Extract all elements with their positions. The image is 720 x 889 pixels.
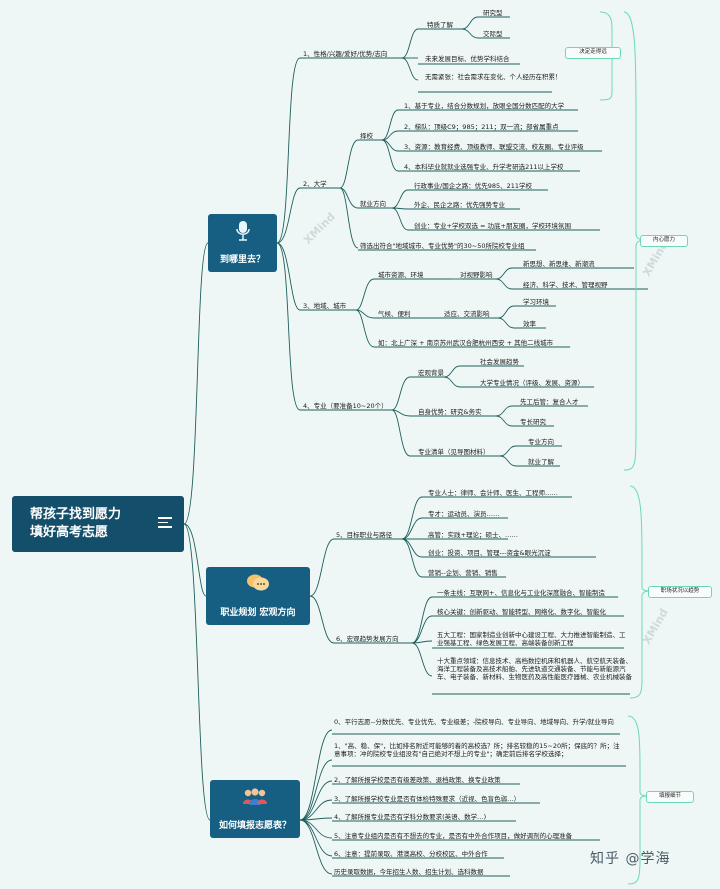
summary-scene-label: 职场状况以趋势	[660, 588, 700, 594]
node-b3-city[interactable]: 城市资源、环境	[378, 271, 424, 279]
node-b2-job[interactable]: 就业方向	[360, 200, 386, 208]
node-b3-eco[interactable]: 经济、科学、技术、管理视野	[523, 281, 608, 289]
summary-fill-skill[interactable]: 填报细节	[646, 791, 694, 803]
node-b1-research[interactable]: 研究型	[483, 9, 503, 17]
topic-where-label: 到哪里去？	[219, 255, 265, 265]
node-p5[interactable]: 营销--企划、营销、销售	[428, 569, 498, 577]
node-f4[interactable]: 4、了解所报专业是否有学科分数要求(英语、数学…)	[334, 813, 487, 821]
node-b3-adapt[interactable]: 适应、交流影响	[444, 310, 490, 318]
root-title-line1: 帮孩子找到愿力	[30, 507, 122, 522]
node-b3-climate[interactable]: 气候、便利	[378, 310, 411, 318]
node-t3[interactable]: 五大工程：国家制造业创新中心建设工程、大力推进智能制造、工业强基工程、绿色发展工…	[437, 631, 626, 647]
node-b3-new[interactable]: 新思想、新思维、新潮流	[523, 260, 595, 268]
node-b2-school[interactable]: 择校	[360, 132, 373, 140]
node-b4-self[interactable]: 自身优势：研究&务实	[418, 408, 482, 416]
node-f0[interactable]: 0、平行志愿--分数优先、专业优先、专业级差；-院校导向、专业导向、地域导向、升…	[334, 718, 614, 726]
summary-decision-label: 决定走得远	[579, 49, 607, 55]
node-p3[interactable]: 高管：实践+理论；硕士、……	[428, 531, 518, 539]
node-b4-fusion[interactable]: 先工后管：复合人才	[520, 398, 579, 406]
node-t1[interactable]: 一条主线：互联网+、信息化与工业化深度融合、智能制造	[437, 589, 605, 597]
menu-icon	[158, 517, 172, 531]
node-p2[interactable]: 专才：运动员、演员……	[428, 510, 500, 518]
node-b6[interactable]: 6、宏观趋势发展方向	[336, 635, 399, 643]
node-f3[interactable]: 3、了解所报学校专业是否有体检特殊要求（近视、色盲色弱…）	[334, 795, 521, 803]
node-p4[interactable]: 创业：投资、项目、管理---资金&眼光沉淀	[428, 549, 551, 557]
node-b3-eff[interactable]: 效率	[523, 320, 536, 328]
node-s4[interactable]: 4、本科毕业就就业选强专业、升学考研选211以上学校	[404, 163, 564, 171]
node-b3-eg[interactable]: 如：北上广深 + 南京苏州武汉合肥杭州西安 + 其他二线城市	[378, 339, 554, 347]
node-p1[interactable]: 专业人士：律师、会计师、医生、工程师……	[428, 489, 558, 497]
node-j2[interactable]: 外企、民企之路：优先强势专业	[414, 201, 505, 209]
node-b1-trait[interactable]: 特质了解	[427, 21, 453, 29]
node-t2[interactable]: 核心关键：创新驱动、智能转型、网络化、数字化、智能化	[437, 608, 606, 616]
summary-inner[interactable]: 内心愿力	[640, 235, 688, 247]
node-b4-emp[interactable]: 就业了解	[528, 458, 554, 466]
root-topic[interactable]: 帮孩子找到愿力 填好高考志愿	[12, 496, 184, 552]
node-f5[interactable]: 5、注意专业组内是否有不想去的专业，是否有中外合作项目，做好调剂的心理准备	[334, 832, 573, 840]
summary-inner-label: 内心愿力	[652, 237, 675, 243]
node-t4[interactable]: 十大重点领域：信息技术、高档数控机床和机器人、航空航天装备、海洋工程装备及高技术…	[437, 657, 632, 681]
topic-fill-label: 如何填报志愿表？	[218, 821, 291, 831]
node-b3-view[interactable]: 对视野影响	[460, 271, 493, 279]
chat-bubbles-icon	[247, 574, 269, 591]
node-j3[interactable]: 创业：专业+学校双选 = 功底+朋友圈，学校环境氛围	[414, 222, 571, 230]
node-b5[interactable]: 5、目标职业与路径	[336, 531, 393, 539]
summary-decision[interactable]: 决定走得远	[565, 47, 621, 59]
node-f2[interactable]: 2、了解所报学校是否有级差政策、退档政策、换专业政策	[334, 776, 501, 784]
topic-career-label: 职业规划 宏观方向	[220, 608, 296, 618]
credit-watermark: 知乎 @学海	[590, 851, 671, 867]
node-s2[interactable]: 2、梯队：顶级C9；985；211；双一流；部省属重点	[404, 123, 559, 131]
topic-fill[interactable]: 如何填报志愿表？	[210, 780, 300, 838]
node-f7[interactable]: 历史录取数据，今年招生人数、招生计划、选科数据	[334, 868, 484, 876]
node-j1[interactable]: 行政事业/国企之路：优先985、211学校	[414, 182, 533, 190]
node-b4-trend[interactable]: 社会发展趋势	[480, 358, 519, 366]
node-b4-major[interactable]: 大学专业情况（评级、发展、资源）	[480, 379, 584, 387]
node-b4[interactable]: 4、专业（要准备10~20个）	[303, 402, 388, 410]
node-s1[interactable]: 1、基于专业，结合分数规划，放眼全国分数匹配的大学	[404, 102, 565, 110]
topic-where[interactable]: 到哪里去？	[208, 214, 277, 272]
node-b2[interactable]: 2、大学	[303, 180, 327, 188]
node-f6[interactable]: 6、注意：提前录取、港澳高校、分校校区、中外合作	[334, 850, 488, 858]
node-b4-dir[interactable]: 专业方向	[528, 438, 554, 446]
root-title-line2: 填好高考志愿	[30, 525, 109, 540]
node-b3[interactable]: 3、地域、城市	[303, 302, 347, 310]
node-b2-filter[interactable]: 筛选出符合"地域城市、专业优势"的30~50所院校专业组	[360, 242, 525, 250]
microphone-icon	[235, 221, 250, 241]
node-b1-goal[interactable]: 未来发展目标、优势学科结合	[425, 55, 510, 63]
node-f1[interactable]: 1、"高、稳、保"，比如排名附近可能够的着的高校选？所；排名较稳的15~20所；…	[334, 742, 620, 758]
node-b4-macro[interactable]: 宏观背景	[418, 369, 444, 377]
node-b4-list[interactable]: 专业清单（见导图材料）	[418, 448, 490, 456]
summary-scene[interactable]: 职场状况以趋势	[648, 586, 712, 598]
node-b4-research[interactable]: 专长研究	[520, 418, 546, 426]
node-s3[interactable]: 3、资源：教育经费、顶级教师、联盟交流、校友圈、专业评级	[404, 143, 584, 151]
node-b1-social[interactable]: 交际型	[483, 30, 503, 38]
node-b3-study[interactable]: 学习环境	[523, 298, 549, 306]
topic-career[interactable]: 职业规划 宏观方向	[206, 567, 310, 625]
summary-fill-skill-label: 填报细节	[658, 793, 681, 799]
node-b1[interactable]: 1、性格/兴趣/爱好/优势/志向	[303, 50, 388, 58]
people-icon	[243, 788, 267, 805]
node-b1-noregret[interactable]: 无需紧张：社会需求在变化、个人经历在积累！	[425, 73, 562, 81]
